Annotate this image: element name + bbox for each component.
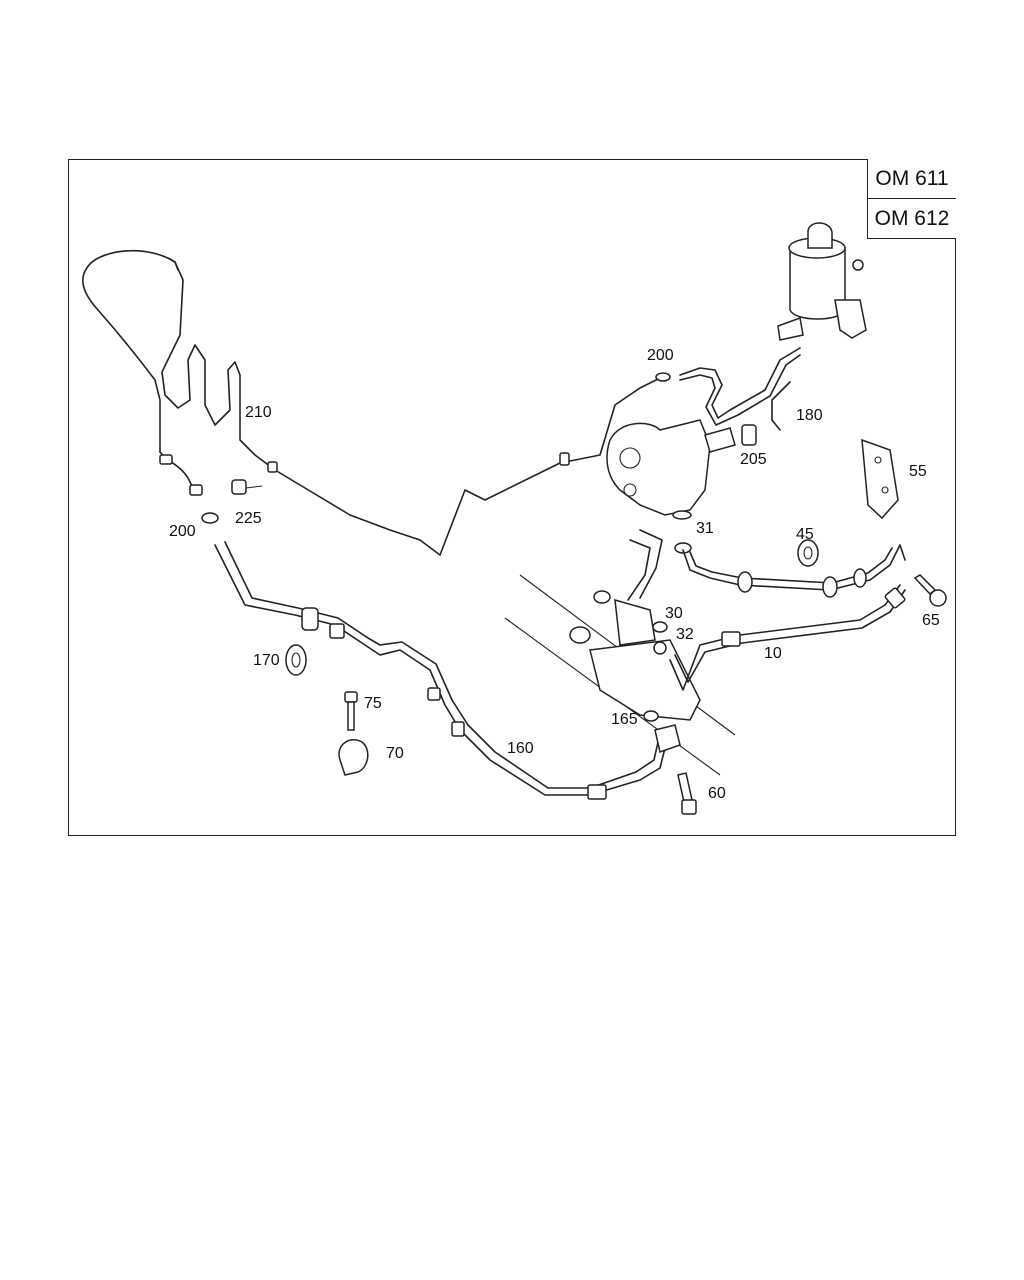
return-line-210 — [82, 249, 661, 556]
engine-variant-om611: OM 611 — [868, 159, 956, 199]
callout-75: 75 — [364, 695, 382, 712]
engine-variant-box: OM 611 OM 612 — [867, 159, 956, 239]
pressure-line-10 — [669, 584, 906, 691]
steering-gear — [504, 529, 736, 776]
bolt-75 — [344, 691, 358, 731]
callout-165: 165 — [611, 711, 638, 728]
damper-170 — [285, 644, 307, 676]
suction-hose-180 — [679, 347, 801, 431]
callout-10: 10 — [764, 645, 782, 662]
callout-210: 210 — [245, 404, 272, 421]
bolt-65 — [913, 574, 947, 607]
reservoir — [777, 222, 867, 341]
bolt-60 — [677, 772, 697, 815]
bracket-55 — [861, 438, 899, 520]
callout-60: 60 — [708, 785, 726, 802]
callout-70: 70 — [386, 745, 404, 762]
expansion-hose — [682, 539, 906, 598]
callout-55: 55 — [909, 463, 927, 480]
clamp-70 — [338, 739, 369, 776]
callout-170: 170 — [253, 652, 280, 669]
callout-200-left: 200 — [169, 523, 196, 540]
engine-variant-om612: OM 612 — [874, 207, 950, 230]
callout-205: 205 — [740, 451, 767, 468]
callout-225: 225 — [235, 510, 262, 527]
callout-30: 30 — [665, 605, 683, 622]
callout-31: 31 — [696, 520, 714, 537]
fitting-225 — [231, 479, 263, 495]
callout-180: 180 — [796, 407, 823, 424]
return-line-160 — [214, 541, 681, 800]
callout-160: 160 — [507, 740, 534, 757]
callout-32: 32 — [676, 626, 694, 643]
power-steering-pump — [606, 372, 757, 554]
callout-200-top: 200 — [647, 347, 674, 364]
hose-clamp-200 — [201, 512, 219, 524]
callout-45: 45 — [796, 526, 814, 543]
callout-65: 65 — [922, 612, 940, 629]
diagram-frame — [68, 159, 956, 836]
